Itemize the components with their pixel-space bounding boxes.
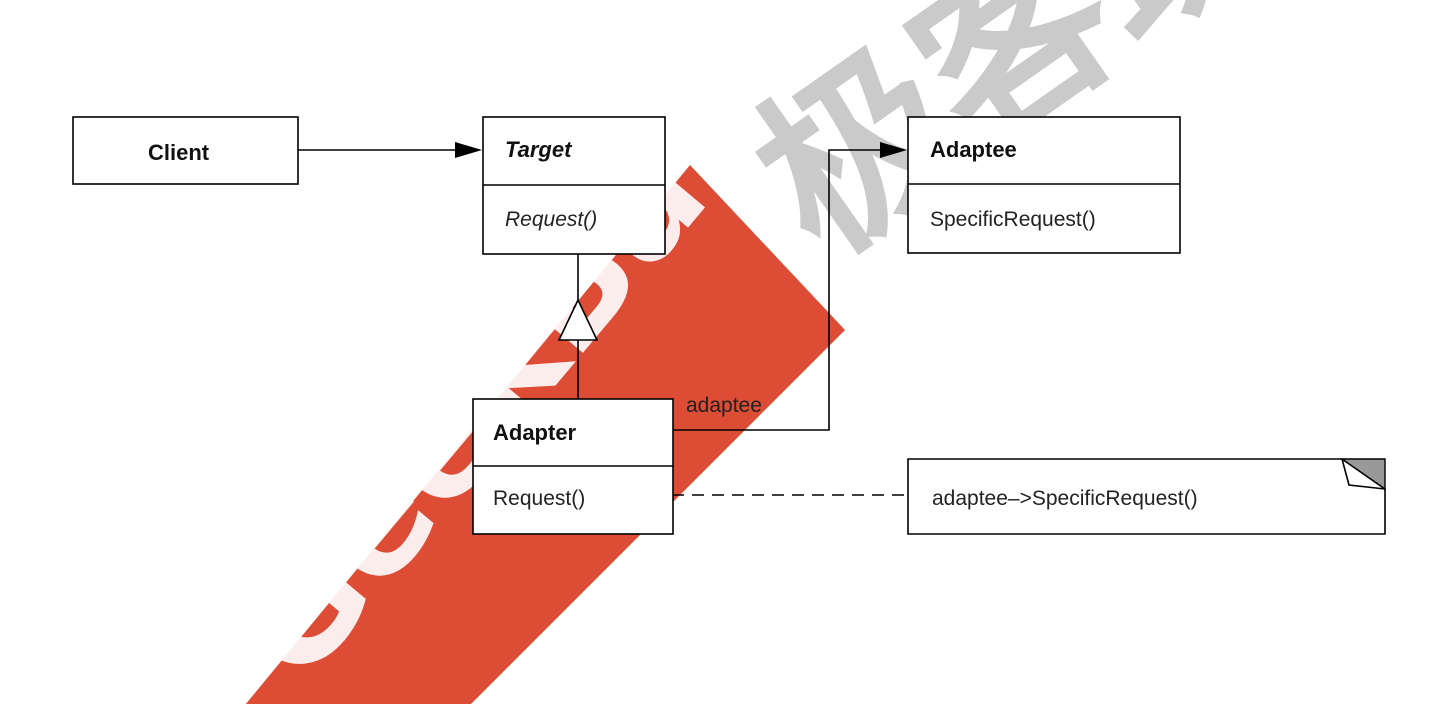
class-adaptee-name: Adaptee: [930, 137, 1017, 162]
class-adapter: Adapter Request(): [472, 398, 674, 535]
class-target: Target Request(): [482, 116, 666, 255]
class-adaptee-operation: SpecificRequest(): [930, 208, 1096, 231]
adapter-adaptee-arrowhead-icon: [880, 142, 907, 158]
watermark: GeekBand 极客班: [194, 0, 1313, 704]
note-folded-corner-icon: [1339, 458, 1386, 491]
class-adaptee: Adaptee SpecificRequest(): [907, 116, 1181, 254]
class-adapter-operation: Request(): [493, 487, 585, 510]
class-client-name: Client: [148, 140, 210, 165]
adapter-adaptee-association: [673, 149, 885, 431]
association-role-label: adaptee: [686, 394, 762, 417]
class-target-name: Target: [505, 137, 573, 162]
class-target-operation: Request(): [505, 208, 597, 231]
note-fold-line: [1341, 458, 1386, 490]
class-client: Client: [72, 116, 299, 185]
note: adaptee–>SpecificRequest(): [907, 458, 1386, 535]
class-adapter-name: Adapter: [493, 420, 577, 445]
client-target-arrowhead-icon: [455, 142, 482, 158]
note-body: [907, 458, 1386, 535]
note-text: adaptee–>SpecificRequest(): [932, 487, 1198, 510]
